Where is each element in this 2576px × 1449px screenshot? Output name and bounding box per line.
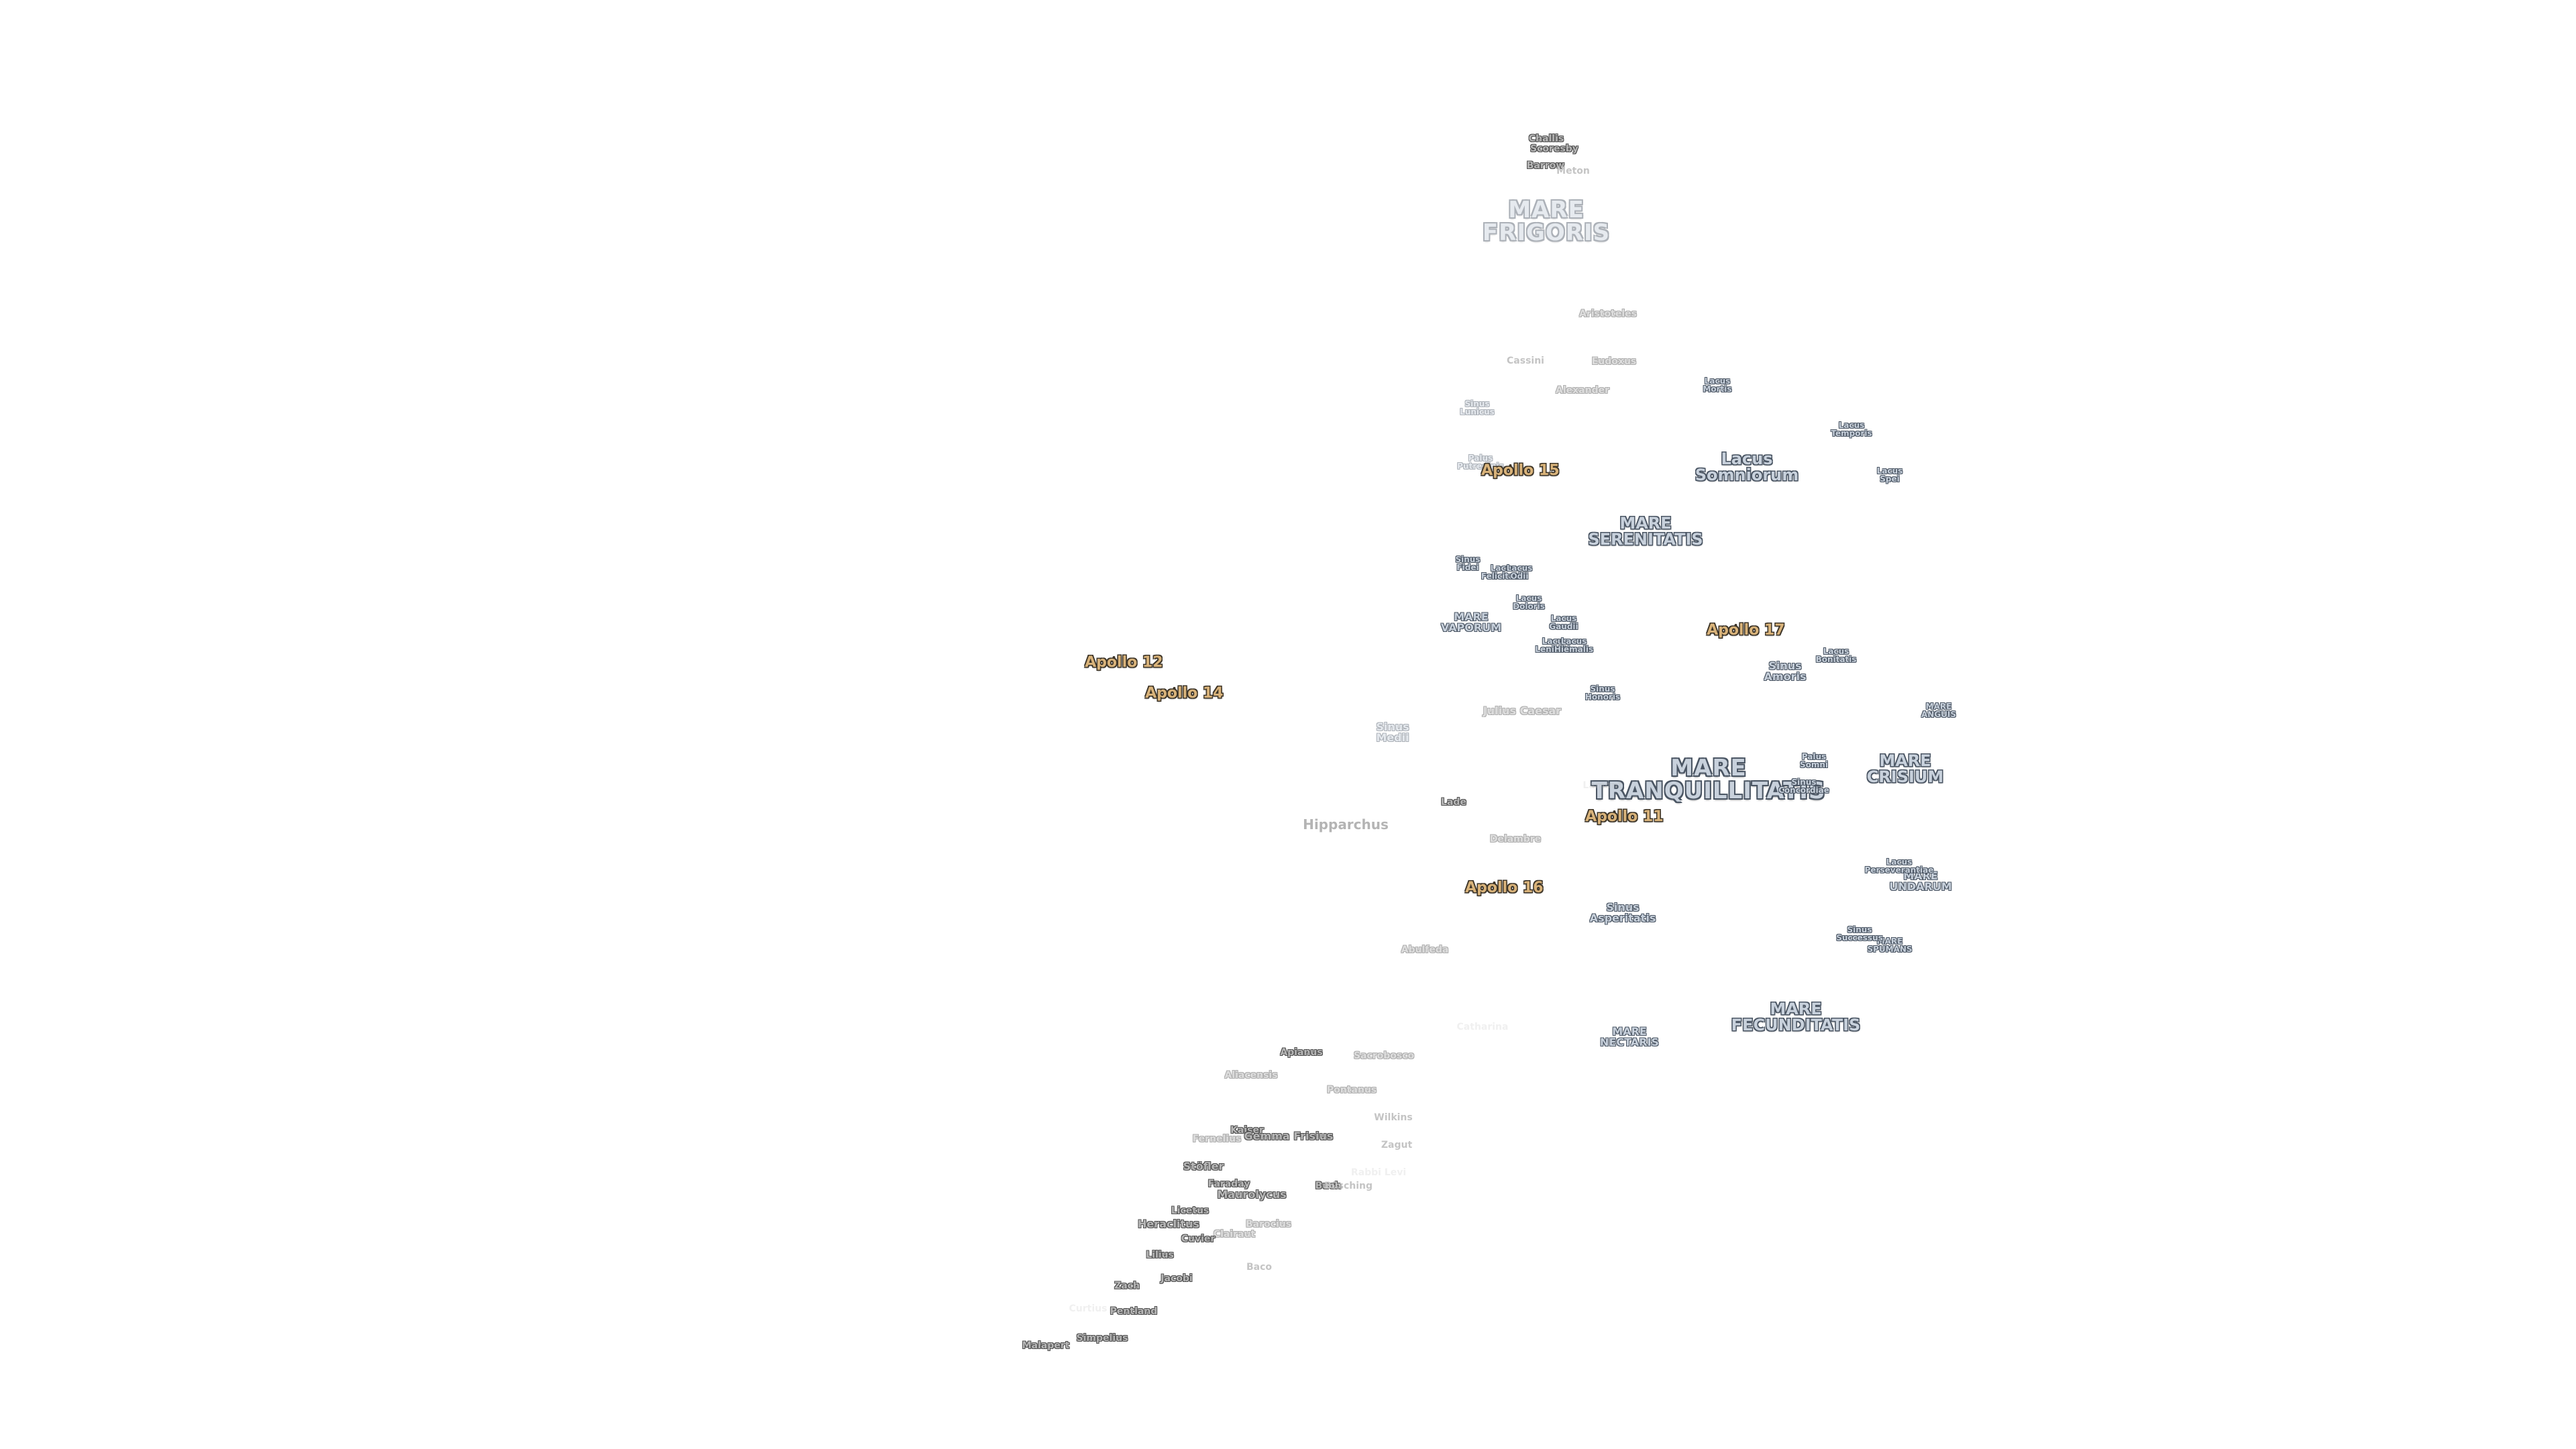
landing-site-dot-icon bbox=[1173, 687, 1175, 690]
mare-tranquillitatis-label: MARE TRANQUILLITATIS bbox=[1591, 755, 1826, 804]
crater-curtius-label: Curtius bbox=[1069, 1303, 1108, 1314]
crater-cassini-label: Cassini bbox=[1507, 356, 1544, 366]
lacus-temporis-label: Lacus Temporis bbox=[1831, 421, 1872, 438]
apollo-12-label: Apollo 12 bbox=[1085, 654, 1163, 671]
lacus-felicitatis-label: Lacus Felicitatis bbox=[1481, 564, 1526, 581]
crater-barrow-label: Barrow bbox=[1526, 160, 1565, 171]
sinus-lunicus-label: Sinus Lunicus bbox=[1460, 399, 1495, 417]
sinus-medii-label: Sinus Medii bbox=[1376, 720, 1409, 744]
sinus-honoris-label: Sinus Honoris bbox=[1585, 684, 1621, 702]
crater-apianus-label: Apianus bbox=[1280, 1047, 1323, 1058]
crater-sacrobosco-label: Sacrobosco bbox=[1353, 1051, 1415, 1061]
crater-hipparchus-label: Hipparchus bbox=[1303, 816, 1389, 833]
apollo-14-label: Apollo 14 bbox=[1145, 685, 1224, 702]
apollo-15-marker[interactable]: Apollo 15 bbox=[1461, 445, 1560, 513]
apollo-11-marker[interactable]: Apollo 11 bbox=[1565, 792, 1664, 859]
apollo-17-label: Apollo 17 bbox=[1707, 622, 1785, 639]
palus-putredinis-label: Palus Putredinis bbox=[1457, 453, 1504, 471]
landing-site-dot-icon bbox=[1112, 656, 1115, 659]
lacus-somniorum-label: Lacus Somniorum bbox=[1695, 449, 1799, 484]
crater-alexander-label: Alexander bbox=[1556, 385, 1609, 396]
mare-vaporum-label: MARE VAPORUM bbox=[1440, 610, 1502, 634]
lacus-spei-label: Lacus Spei bbox=[1876, 466, 1903, 484]
crater-baco-label: Baco bbox=[1246, 1262, 1273, 1273]
crater-zagut-label: Zagut bbox=[1381, 1140, 1413, 1150]
apollo-16-marker[interactable]: Apollo 16 bbox=[1445, 863, 1544, 930]
crater-meton-label: Meton bbox=[1556, 166, 1590, 176]
crater-rabbi-levi-label: Rabbi Levi bbox=[1350, 1167, 1407, 1178]
crater-pentland-label: Pentland bbox=[1110, 1306, 1158, 1317]
lacus-odii-label: Lacus Odii bbox=[1506, 564, 1533, 581]
landing-site-dot-icon bbox=[1613, 810, 1615, 813]
crater-licetus-label: Licetus bbox=[1171, 1205, 1210, 1216]
crater-wilkins-label: Wilkins bbox=[1374, 1112, 1413, 1123]
crater-eudoxus-label: Eudoxus bbox=[1591, 356, 1637, 367]
crater-pontanus-label: Pontanus bbox=[1326, 1085, 1377, 1095]
crater-aliacensis-label: Aliacensis bbox=[1224, 1070, 1278, 1081]
landing-site-dot-icon bbox=[1493, 881, 1495, 884]
lacus-lenitatis-label: Lacus Lenitatis bbox=[1535, 637, 1575, 654]
crater-delambre-label: Delambre bbox=[1489, 834, 1542, 845]
mare-fecunditatis-label: MARE FECUNDITATIS bbox=[1731, 1000, 1861, 1034]
mare-spumans-label: MARE SPUMANS bbox=[1867, 936, 1913, 954]
crater-zach-label: Zach bbox=[1114, 1281, 1140, 1291]
landing-site-dot-icon bbox=[1509, 464, 1511, 467]
apollo-14-marker[interactable]: Apollo 14 bbox=[1125, 668, 1224, 735]
crater-malapert-label: Malapert bbox=[1022, 1340, 1070, 1351]
crater-gemma-frisius-label: Gemma Frisius bbox=[1244, 1130, 1334, 1142]
mare-undarum-label: MARE UNDARUM bbox=[1889, 869, 1952, 893]
crater-heraclitus-label: Heraclitus bbox=[1138, 1218, 1199, 1230]
crater-aristoteles-label: Aristoteles bbox=[1579, 309, 1637, 319]
crater-lade-label: Lade bbox=[1441, 797, 1466, 808]
sinus-fidei-label: Sinus Fidei bbox=[1455, 555, 1481, 572]
crater-busching-label: Büsching bbox=[1324, 1181, 1373, 1191]
lacus-perseverantiae-label: Lacus Perseverantiae bbox=[1864, 857, 1934, 875]
apollo-16-label: Apollo 16 bbox=[1465, 879, 1544, 896]
lacus-doloris-label: Lacus Doloris bbox=[1513, 594, 1545, 611]
crater-julius-caesar-label: Julius Caesar bbox=[1483, 704, 1562, 717]
palus-somni-label: Palus Somni bbox=[1799, 752, 1829, 769]
crater-kaiser-label: Kaiser bbox=[1230, 1125, 1264, 1136]
apollo-17-marker[interactable]: Apollo 17 bbox=[1686, 605, 1785, 672]
crater-lamont-label: Lamont bbox=[1582, 780, 1623, 791]
crater-barocius-label: Barocius bbox=[1245, 1219, 1292, 1230]
apollo-15-label: Apollo 15 bbox=[1481, 462, 1560, 479]
crater-buch-label: Buch bbox=[1315, 1181, 1342, 1191]
crater-maurolycus-label: Maurolycus bbox=[1217, 1188, 1287, 1201]
crater-clairaut-label: Clairaut bbox=[1213, 1229, 1256, 1240]
crater-jacobi-label: Jacobi bbox=[1161, 1273, 1193, 1284]
lacus-gaudii-label: Lacus Gaudii bbox=[1549, 614, 1578, 631]
crater-catharina-label: Catharina bbox=[1456, 1022, 1509, 1032]
mare-crisium-label: MARE CRISIUM bbox=[1866, 751, 1944, 786]
mare-anguis-label: MARE ANGUIS bbox=[1921, 702, 1957, 719]
mare-frigoris-label: MARE FRIGORIS bbox=[1482, 197, 1611, 246]
sinus-concordiae-label: Sinus Concordiae bbox=[1778, 777, 1829, 795]
mare-nectaris-label: MARE NECTARIS bbox=[1600, 1025, 1659, 1049]
crater-lilius-label: Lilius bbox=[1146, 1250, 1174, 1260]
crater-faraday-label: Faraday bbox=[1208, 1179, 1250, 1189]
crater-cuvier-label: Cuvier bbox=[1181, 1234, 1216, 1244]
apollo-12-marker[interactable]: Apollo 12 bbox=[1065, 637, 1163, 704]
landing-site-dot-icon bbox=[1734, 624, 1737, 627]
lacus-bonitatis-label: Lacus Bonitatis bbox=[1815, 647, 1857, 664]
lacus-mortis-label: Lacus Mortis bbox=[1703, 376, 1732, 394]
crater-abulfeda-label: Abulfeda bbox=[1401, 945, 1449, 955]
crater-stofler-label: Stöfler bbox=[1183, 1160, 1224, 1173]
crater-simpelius-label: Simpelius bbox=[1076, 1333, 1128, 1344]
sinus-successus-label: Sinus Successus bbox=[1836, 925, 1883, 943]
mare-serenitatis-label: MARE SERENITATIS bbox=[1588, 514, 1703, 549]
lacus-hiemalis-label: Lacus Hiemalis bbox=[1554, 637, 1594, 654]
crater-challis-label: Challis bbox=[1528, 133, 1564, 144]
crater-fernelius-label: Fernelius bbox=[1192, 1134, 1242, 1144]
sinus-amoris-label: Sinus Amoris bbox=[1764, 659, 1807, 683]
sinus-asperitatis-label: Sinus Asperitatis bbox=[1589, 901, 1656, 924]
apollo-11-label: Apollo 11 bbox=[1585, 808, 1664, 825]
crater-scoresby-label: Scoresby bbox=[1530, 144, 1578, 154]
